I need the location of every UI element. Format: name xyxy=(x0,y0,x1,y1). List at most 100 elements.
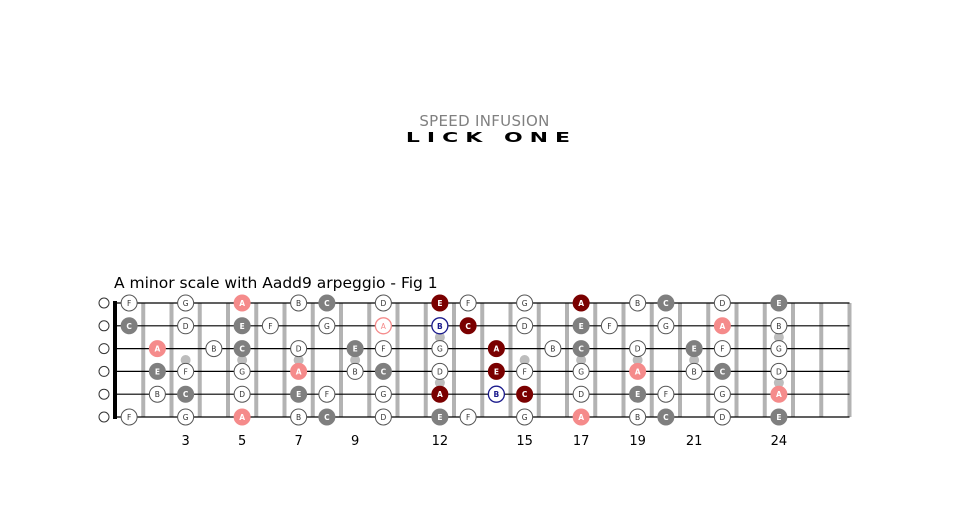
inlay-dot xyxy=(773,332,784,343)
note-label: F xyxy=(381,345,385,354)
note-label: B xyxy=(296,413,301,422)
note-marker xyxy=(685,362,703,380)
note-label: D xyxy=(578,390,584,399)
note-label: G xyxy=(719,390,725,399)
note-label: E xyxy=(353,345,358,354)
note-marker xyxy=(177,362,195,380)
fret-wire xyxy=(254,303,259,417)
note-marker xyxy=(374,340,392,358)
note-label: C xyxy=(183,390,189,399)
note-label: E xyxy=(635,390,640,399)
note-marker xyxy=(544,340,562,358)
note-label: C xyxy=(663,299,669,308)
note-label: A xyxy=(578,299,584,308)
note-marker xyxy=(516,294,534,312)
note-label: G xyxy=(183,413,189,422)
fret-wire xyxy=(762,303,767,417)
note-label: F xyxy=(522,367,526,376)
fret-number-label: 3 xyxy=(181,434,189,449)
note-label: F xyxy=(607,322,611,331)
inlay-dot xyxy=(689,355,700,365)
fret-wire xyxy=(310,303,315,417)
fret-wire xyxy=(706,303,711,417)
note-marker xyxy=(770,317,788,335)
fret-wire xyxy=(480,303,485,417)
note-marker xyxy=(318,294,336,312)
note-label: A xyxy=(635,367,641,376)
note-label: D xyxy=(380,413,386,422)
note-marker xyxy=(318,408,336,426)
note-label: D xyxy=(635,345,641,354)
note-marker xyxy=(431,340,449,358)
note-label: E xyxy=(579,322,584,331)
inlay-dot xyxy=(180,355,191,365)
note-marker xyxy=(770,294,788,312)
note-marker xyxy=(516,385,534,403)
fret-wire xyxy=(621,303,626,417)
note-label: F xyxy=(720,345,724,354)
note-label: G xyxy=(776,345,782,354)
note-label: A xyxy=(239,413,245,422)
fret-wire xyxy=(649,303,654,417)
note-label: C xyxy=(578,345,584,354)
fret-number-label: 12 xyxy=(432,434,449,449)
fret-wire xyxy=(819,303,824,417)
note-label: E xyxy=(437,413,442,422)
note-label: A xyxy=(493,345,499,354)
note-marker xyxy=(233,362,251,380)
fret-wire xyxy=(593,303,598,417)
note-marker xyxy=(629,408,647,426)
note-label: A xyxy=(381,322,387,331)
fret-wire xyxy=(508,303,513,417)
note-label: B xyxy=(776,322,781,331)
note-marker xyxy=(713,362,731,380)
fret-wire xyxy=(395,303,400,417)
note-marker xyxy=(572,362,590,380)
note-marker xyxy=(572,294,590,312)
fret-number-label: 17 xyxy=(573,434,590,449)
fret-wire xyxy=(734,303,739,417)
note-marker xyxy=(120,317,138,335)
note-label: D xyxy=(522,322,528,331)
inlay-dot xyxy=(237,355,248,365)
fret-number-label: 9 xyxy=(351,434,359,449)
note-marker xyxy=(657,408,675,426)
nut xyxy=(113,301,117,419)
note-label: G xyxy=(578,367,584,376)
open-string-marker xyxy=(98,297,110,309)
note-label: G xyxy=(324,322,330,331)
note-marker xyxy=(318,317,336,335)
note-label: B xyxy=(494,390,500,399)
note-label: E xyxy=(494,367,499,376)
note-marker xyxy=(572,340,590,358)
note-marker xyxy=(374,317,393,335)
note-marker xyxy=(233,385,251,403)
note-marker xyxy=(600,317,618,335)
note-label: F xyxy=(466,413,470,422)
open-string-marker xyxy=(98,388,110,400)
inlay-dot xyxy=(632,355,643,365)
note-marker xyxy=(770,408,788,426)
inlay-dot xyxy=(350,355,361,365)
note-label: C xyxy=(522,390,528,399)
fret-wire xyxy=(536,303,541,417)
note-label: G xyxy=(437,345,443,354)
note-marker xyxy=(629,294,647,312)
inlay-dot xyxy=(434,377,445,388)
note-marker xyxy=(233,317,251,335)
note-marker xyxy=(459,294,477,312)
inlay-dot xyxy=(519,355,530,365)
note-label: D xyxy=(183,322,189,331)
note-label: F xyxy=(127,413,131,422)
note-label: B xyxy=(635,413,640,422)
note-label: A xyxy=(239,299,245,308)
note-marker xyxy=(374,294,392,312)
page-title: LICK ONE xyxy=(405,130,578,146)
fret-number-label: 7 xyxy=(294,434,302,449)
note-marker xyxy=(657,385,675,403)
note-marker xyxy=(346,340,364,358)
note-marker xyxy=(713,294,731,312)
open-string-marker xyxy=(98,411,110,423)
note-marker xyxy=(233,408,251,426)
